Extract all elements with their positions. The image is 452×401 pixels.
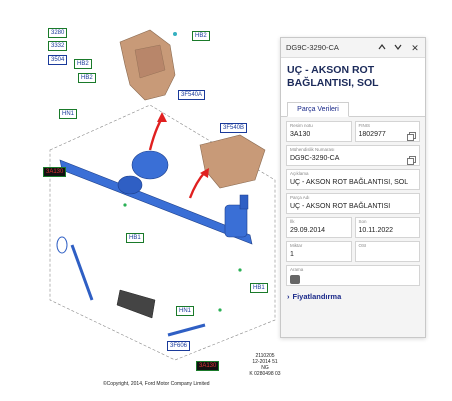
exploded-outline: [49, 104, 276, 361]
chevron-right-icon: ›: [287, 292, 290, 301]
panel-body: Resim notu 3A130 FINIS 1802977 Mühendisl…: [281, 117, 425, 308]
field-value: 10.11.2022: [358, 227, 394, 234]
arrow-red-1: [148, 117, 164, 151]
callout-3f540a[interactable]: 3F540A: [178, 90, 206, 100]
field-label: FINIS: [358, 123, 371, 128]
field-value: 29.09.2014: [290, 227, 326, 234]
marker: [173, 32, 177, 36]
pricing-toggle[interactable]: ›Fiyatlandırma: [286, 289, 420, 304]
field-label: Mühendislik Numarası: [290, 147, 335, 152]
chevron-up-icon[interactable]: [375, 41, 389, 55]
field-label: Son: [358, 219, 367, 224]
copyright: ©Copyright, 2014, Ford Motor Company Lim…: [103, 381, 210, 387]
field-label: Parça Adı: [290, 195, 310, 200]
field-aciklama[interactable]: Açıklama UÇ - AKSON ROT BAĞLANTISI, SOL: [286, 169, 420, 190]
panel-title: UÇ - AKSON ROT BAĞLANTISI, SOL: [281, 58, 425, 100]
field-label: Açıklama: [290, 171, 309, 176]
field-value: UÇ - AKSON ROT BAĞLANTISI, SOL: [290, 179, 409, 186]
footer-code-line: K 0280498 03: [249, 371, 281, 377]
callout-3a130-left[interactable]: 3A130: [43, 167, 67, 177]
arrow-red-2-head: [200, 168, 209, 178]
field-arama[interactable]: Arama: [286, 265, 420, 286]
field-label: İlk: [290, 219, 295, 224]
arrow-red-1-head: [157, 112, 167, 122]
tab-parca-verileri[interactable]: Parça Verileri: [287, 102, 349, 117]
callout-3f606[interactable]: 3F606: [167, 341, 191, 351]
footer-code-line: NG: [261, 365, 269, 371]
field-label: Arama: [290, 267, 304, 272]
field-value: 1802977: [358, 131, 386, 138]
field-value: 1: [290, 251, 294, 258]
field-parca-adi[interactable]: Parça Adı UÇ - AKSON ROT BAĞLANTISI: [286, 193, 420, 214]
field-muhendislik[interactable]: Mühendislik Numarası DG9C-3290-CA: [286, 145, 420, 166]
field-resim-notu[interactable]: Resim notu 3A130: [286, 121, 352, 142]
steering-rack[interactable]: [59, 150, 253, 245]
callout-hb2-top[interactable]: HB2: [192, 31, 210, 41]
panel-tabs: Parça Verileri: [281, 100, 425, 117]
field-ilk[interactable]: İlk 29.09.2014: [286, 217, 352, 238]
tie-rod-end[interactable]: [167, 323, 206, 337]
callout-3a130-bottom[interactable]: 3A130: [196, 361, 220, 371]
pricing-label: Fiyatlandırma: [292, 292, 342, 301]
diagram-drawing: [49, 29, 276, 361]
field-value: UÇ - AKSON ROT BAĞLANTISI: [290, 203, 391, 210]
callout-hb2-left[interactable]: HB2: [74, 59, 92, 69]
field-label: Resim notu: [290, 123, 313, 128]
copy-icon[interactable]: [407, 128, 416, 141]
field-value: DG9C-3290-CA: [290, 155, 340, 162]
callout-hb2-left2[interactable]: HB2: [78, 73, 96, 83]
field-son[interactable]: Son 10.11.2022: [354, 217, 420, 238]
field-osi[interactable]: OSI: [354, 241, 420, 262]
parts-diagram: 3280 3332 3504 HB2 HB2 HB2 3F540A 3F540B…: [43, 28, 281, 387]
field-finis[interactable]: FINIS 1802977: [354, 121, 420, 142]
callout-hn1-bottom[interactable]: HN1: [176, 306, 195, 316]
callout-hb1-right[interactable]: HB1: [250, 283, 268, 293]
copy-icon[interactable]: [407, 152, 416, 165]
panel-part-code: DG9C-3290-CA: [286, 43, 339, 52]
field-label: Miktar: [290, 243, 303, 248]
marker: [123, 203, 127, 207]
chevron-down-icon[interactable]: [391, 41, 405, 55]
field-value: 3A130: [290, 131, 311, 138]
marker: [238, 268, 242, 272]
callout-hb1-left[interactable]: HB1: [126, 233, 144, 243]
callout-3f540b[interactable]: 3F540B: [220, 123, 248, 133]
bracket-top[interactable]: [119, 29, 176, 101]
footer-code-line: 12-2014 51: [252, 359, 278, 365]
callout-hn1-top[interactable]: HN1: [59, 109, 78, 119]
field-miktar[interactable]: Miktar 1: [286, 241, 352, 262]
boot[interactable]: [116, 289, 156, 319]
tie-rod-inner[interactable]: [70, 244, 94, 301]
arrow-red-2: [188, 171, 206, 199]
footer-code: 2110205 12-2014 51 NG K 0280498 03: [245, 353, 285, 377]
field-label: OSI: [358, 243, 367, 248]
part-detail-panel: DG9C-3290-CA ✕ UÇ - AKSON ROT BAĞLANTISI…: [280, 37, 426, 338]
search-icon[interactable]: [290, 275, 300, 284]
close-icon[interactable]: ✕: [411, 43, 419, 53]
footer-code-line: 2110205: [255, 353, 275, 359]
callout-3332[interactable]: 3332: [48, 41, 68, 51]
callout-3504[interactable]: 3504: [48, 55, 68, 65]
callout-3280[interactable]: 3280: [48, 28, 68, 38]
marker: [218, 308, 222, 312]
panel-topbar: DG9C-3290-CA ✕: [281, 38, 425, 58]
bracket-right[interactable]: [199, 134, 266, 189]
clamp-ring: [56, 236, 68, 254]
